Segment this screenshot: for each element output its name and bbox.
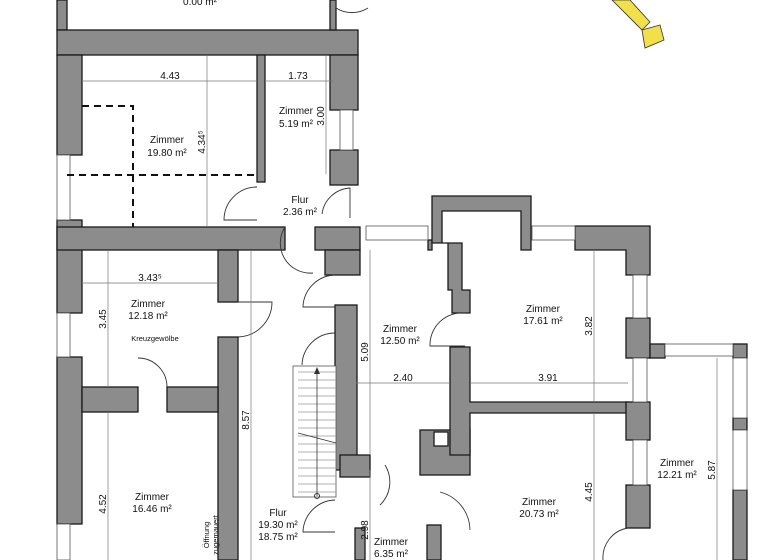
dimension-label: 1.73 <box>288 71 308 82</box>
dimension-label: 4.34⁵ <box>197 130 208 154</box>
windows <box>56 109 748 560</box>
dimension-label: 2.98 <box>360 520 371 540</box>
room-area: 12.21 m² <box>657 470 697 481</box>
dimension-label: 8.57 <box>241 410 252 430</box>
room-area: 12.18 m² <box>128 311 168 322</box>
room-name: Zimmer <box>660 458 695 469</box>
dimension-label: 3.91 <box>538 373 558 384</box>
dimension-label: 3.82 <box>584 316 595 336</box>
dimension-label: 3.43⁵ <box>138 273 162 284</box>
room-area-alt: 18.75 m² <box>258 532 298 543</box>
room-name: Zimmer <box>131 299 166 310</box>
doors[interactable] <box>137 0 629 560</box>
north-arrow-icon <box>611 0 665 49</box>
staircase[interactable] <box>292 365 337 499</box>
room-area: 0.00 m² <box>183 0 218 8</box>
annotation-opening: Öffnung <box>202 522 211 549</box>
dimension-label: 2.40 <box>393 373 413 384</box>
room-area: 17.61 m² <box>523 316 563 327</box>
room-name: Zimmer <box>522 497 557 508</box>
room-area: 5.19 m² <box>279 119 314 130</box>
room-note: Kreuzgewölbe <box>131 334 179 343</box>
room-area: 19.30 m² <box>258 520 298 531</box>
dimension-lines <box>82 55 718 560</box>
room-area: 12.50 m² <box>380 336 420 347</box>
room-name: Zimmer <box>150 135 185 146</box>
dimension-label: 3.45 <box>98 309 109 329</box>
room-name: Flur <box>291 195 309 206</box>
room-name: Zimmer <box>526 304 561 315</box>
room-name: Zimmer <box>135 492 170 503</box>
dimension-label: 5.09 <box>360 342 371 362</box>
room-name: Zimmer <box>279 106 314 117</box>
room-name: Zimmer <box>374 537 409 548</box>
vault-outline <box>67 105 257 227</box>
dimension-label: 4.43 <box>160 71 180 82</box>
dimension-label: 5.87 <box>707 460 718 480</box>
stair-arrow-icon <box>314 367 320 374</box>
annotation-walled: zugemauert <box>211 514 220 555</box>
dimension-label: 4.52 <box>98 494 109 514</box>
walls <box>56 0 748 560</box>
room-name: Flur <box>269 508 287 519</box>
room-area: 16.46 m² <box>132 504 172 515</box>
room-area: 19.80 m² <box>147 148 187 159</box>
dimension-label: 3.00 <box>316 106 327 126</box>
room-area: 6.35 m² <box>374 549 409 560</box>
dimension-label: 4.45 <box>584 482 595 502</box>
room-area: 20.73 m² <box>519 509 559 520</box>
room-name: Zimmer <box>383 324 418 335</box>
room-area: 2.36 m² <box>283 207 318 218</box>
